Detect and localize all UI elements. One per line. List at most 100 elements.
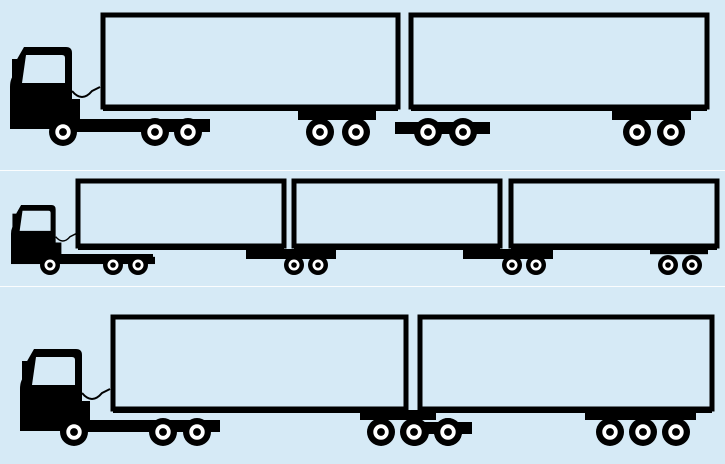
wheel-icon [367,418,395,446]
wheel-axle [47,262,53,268]
box-trailer-icon [508,178,720,255]
wheel-icon [60,418,88,446]
wheel-icon [306,118,334,146]
wheel-icon [40,255,60,275]
wheel-axle [424,128,432,136]
truck-cab-icon [20,349,220,431]
wheel-axle [667,128,675,136]
wheel-axle [70,428,78,436]
wheel-axle [352,128,360,136]
wheel-icon [414,118,442,146]
trailer-box [100,12,401,110]
converter-dolly-icon [463,249,553,275]
trailer-box [508,178,720,249]
trailer-bogie [360,410,436,420]
trailer-underframe [113,409,406,413]
wheel-axle [135,262,141,268]
converter-dolly-icon [246,249,336,275]
cab-mirror [12,213,17,230]
trailer-underframe [411,107,707,111]
wheel-icon [658,255,678,275]
trailer-bogie [585,410,696,420]
wheel-axle [193,428,201,436]
row-divider-1 [0,170,725,171]
trailer-underframe [420,409,712,413]
wheel-icon [662,418,690,446]
wheel-icon [526,255,546,275]
truck-row-double [10,12,710,146]
wheel-icon [342,118,370,146]
wheel-axle [377,428,385,436]
truck-cab-icon [11,205,155,265]
cab-window [19,210,51,231]
row-divider-2 [0,286,725,287]
wheel-icon [400,418,428,446]
trailer-underframe [511,246,717,250]
wheel-icon [596,418,624,446]
wheel-axle [444,428,452,436]
dolly-frame [246,249,336,259]
truck-cab-icon [10,47,210,129]
wheel-axle [459,128,467,136]
wheel-icon [103,255,123,275]
cab-mirror [22,361,27,383]
wheel-axle [315,262,321,268]
wheel-axle [110,262,116,268]
wheel-axle [665,262,671,268]
box-trailer-icon [417,314,715,420]
trailer-box [291,178,503,249]
wheel-axle [159,428,167,436]
wheel-icon [308,255,328,275]
wheel-icon [449,118,477,146]
trailer-box [110,314,409,412]
wheel-axle [410,428,418,436]
wheel-axle [151,128,159,136]
converter-dolly-icon [395,118,490,146]
wheel-icon [434,418,462,446]
trailer-box [408,12,710,110]
wheel-icon [623,118,651,146]
box-trailer-icon [100,12,401,120]
wheel-icon [629,418,657,446]
wheel-axle [639,428,647,436]
wheel-icon [502,255,522,275]
dolly-frame [463,249,553,259]
wheel-icon [183,418,211,446]
trailer-bogie [650,247,708,255]
wheel-icon [284,255,304,275]
wheel-icon [682,255,702,275]
air-hose [55,233,77,242]
trailer-bogie [612,110,691,120]
truck-row-double-triaxle [20,314,715,446]
wheel-icon [128,255,148,275]
truck-row-triple [11,178,720,275]
wheel-axle [533,262,539,268]
wheel-axle [184,128,192,136]
trailer-bogie [298,110,376,120]
air-hose [71,86,101,98]
wheel-icon [657,118,685,146]
box-trailer-icon [291,178,503,250]
box-trailer-icon [408,12,710,120]
wheel-axle [633,128,641,136]
trailer-box [417,314,715,412]
wheel-axle [689,262,695,268]
box-trailer-icon [110,314,436,420]
cab-chassis [11,256,155,265]
wheel-icon [174,118,202,146]
wheel-axle [291,262,297,268]
wheel-axle [509,262,515,268]
wheel-axle [606,428,614,436]
wheel-icon [49,118,77,146]
trailer-box [75,178,287,249]
wheel-axle [672,428,680,436]
air-hose [81,388,111,400]
cab-chassis [10,119,210,129]
cab-window [22,55,65,83]
wheel-icon [149,418,177,446]
wheel-axle [316,128,324,136]
box-trailer-icon [75,178,287,250]
trailer-underframe [294,246,500,250]
wheel-icon [141,118,169,146]
